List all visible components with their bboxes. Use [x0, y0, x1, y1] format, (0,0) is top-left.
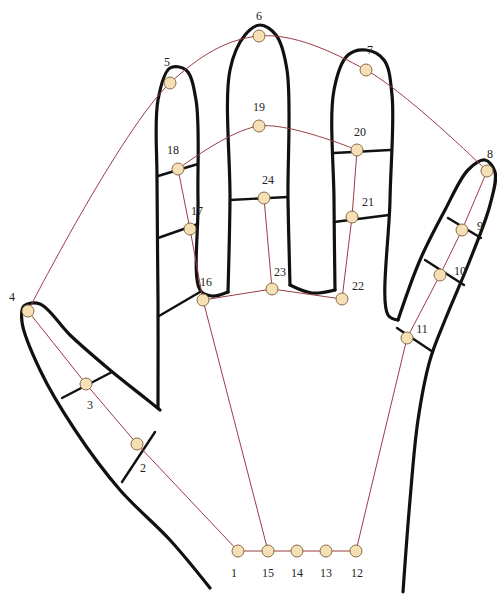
landmark-dot — [232, 545, 244, 557]
measure-line — [28, 311, 238, 551]
hand-outline — [290, 285, 335, 293]
landmark-dot — [22, 305, 34, 317]
callout-number: 24 — [262, 174, 274, 186]
callout-number: 2 — [140, 462, 146, 474]
callout-number: 3 — [87, 399, 93, 411]
landmark-dot — [336, 293, 348, 305]
callout-number: 16 — [200, 276, 212, 288]
landmark-dot — [320, 545, 332, 557]
landmark-dot — [253, 120, 265, 132]
callout-number: 8 — [487, 148, 493, 160]
callout-number: 22 — [352, 280, 364, 292]
landmark-dot — [481, 165, 493, 177]
callout-number: 19 — [253, 101, 265, 113]
landmark-dot — [346, 211, 358, 223]
measure-line — [356, 171, 487, 551]
landmark-dot — [131, 438, 143, 450]
joint-crease — [122, 432, 155, 482]
hand-outline — [21, 303, 210, 588]
callout-number: 21 — [362, 196, 374, 208]
landmark-dot — [401, 332, 413, 344]
landmark-dot — [350, 545, 362, 557]
callout-number: 6 — [256, 10, 262, 22]
measure-line — [28, 36, 487, 311]
hand-outline — [332, 50, 398, 320]
landmark-dot — [172, 163, 184, 175]
hand-outline — [398, 160, 496, 592]
callout-number: 15 — [262, 567, 274, 579]
landmark-dot — [253, 30, 265, 42]
landmark-dot — [291, 545, 303, 557]
callout-number: 4 — [9, 291, 15, 303]
callout-number: 14 — [291, 567, 303, 579]
callout-number: 13 — [320, 567, 332, 579]
landmark-dot — [184, 223, 196, 235]
landmark-dot — [434, 269, 446, 281]
landmark-dot — [456, 224, 468, 236]
hand-outline — [227, 25, 290, 292]
callout-number: 7 — [367, 44, 373, 56]
joint-crease — [158, 164, 198, 176]
landmark-dot — [266, 283, 278, 295]
landmark-dot — [351, 144, 363, 156]
landmark-dot — [360, 64, 372, 76]
measure-line — [264, 198, 272, 289]
joint-crease — [158, 224, 198, 238]
landmark-dot — [258, 192, 270, 204]
callout-number: 18 — [167, 144, 179, 156]
measure-line — [178, 169, 268, 551]
landmark-dot — [164, 77, 176, 89]
callout-number: 9 — [477, 220, 483, 232]
callout-number: 12 — [351, 567, 363, 579]
joint-crease — [334, 215, 389, 222]
measure-line — [178, 126, 357, 169]
landmark-dot — [197, 294, 209, 306]
callout-number: 5 — [164, 56, 170, 68]
joint-crease — [448, 218, 481, 238]
callout-number: 23 — [274, 266, 286, 278]
callout-number: 20 — [354, 126, 366, 138]
landmark-dot — [80, 378, 92, 390]
callout-number: 11 — [416, 323, 428, 335]
landmark-dot — [262, 545, 274, 557]
joint-crease — [62, 372, 112, 398]
callout-number: 10 — [454, 265, 466, 277]
callout-number: 1 — [231, 567, 237, 579]
joint-crease — [159, 292, 200, 316]
measure-line — [342, 150, 357, 299]
callout-number: 17 — [191, 205, 203, 217]
